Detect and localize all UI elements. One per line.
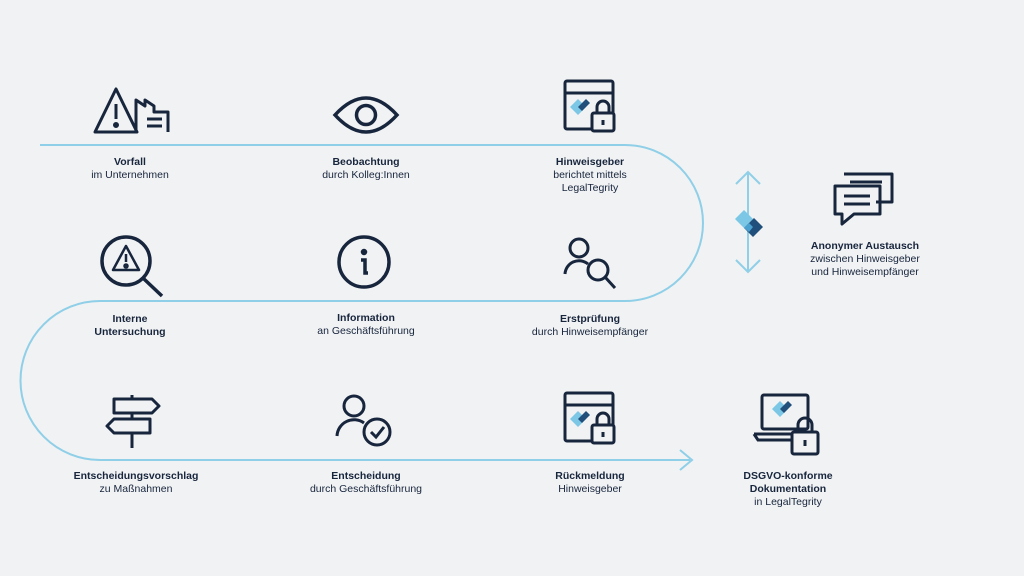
step-title: Vorfall	[114, 156, 146, 168]
step-title: Entscheidung	[331, 470, 401, 482]
step-subtitle: durch Kolleg:Innen	[322, 169, 410, 181]
anonymer-austausch-label: Anonymer Austausch zwischen Hinweisgeber…	[765, 240, 965, 279]
eye-icon	[332, 96, 400, 134]
final-subtitle: in LegalTegrity	[754, 496, 822, 508]
user-search-icon	[563, 237, 617, 290]
side-subtitle: zwischen Hinweisgeber und Hinweisempfäng…	[810, 253, 920, 278]
step-subtitle: berichtet mittels LegalTegrity	[553, 169, 627, 194]
search-warning-icon	[100, 235, 164, 298]
step-subtitle: Hinweisgeber	[558, 483, 622, 495]
chat-icon	[833, 172, 894, 226]
signpost-icon	[105, 395, 161, 448]
step-rueckmeldung: Rückmeldung Hinweisgeber	[490, 470, 690, 496]
step-subtitle: durch Geschäftsführung	[309, 483, 423, 495]
step-information: Information an Geschäftsführung	[266, 312, 466, 338]
laptop-lock-icon	[563, 391, 616, 445]
step-interne-untersuchung: Interne Untersuchung	[30, 313, 230, 339]
step-entscheidungsvorschlag: Entscheidungsvorschlag zu Maßnahmen	[36, 470, 236, 496]
legaltegrity-logo-icon	[735, 210, 763, 237]
step-title: Erstprüfung	[559, 313, 621, 325]
step-title: Interne Untersuchung	[94, 313, 166, 338]
step-hinweisgeber: Hinweisgeber berichtet mittels LegalTegr…	[490, 156, 690, 195]
laptop-lock-icon	[563, 79, 616, 133]
step-title: Rückmeldung	[555, 470, 625, 482]
laptop-documentation-icon	[752, 393, 820, 456]
step-erstpruefung: Erstprüfung durch Hinweisempfänger	[490, 313, 690, 339]
dokumentation-label: DSGVO-konforme Dokumentation in LegalTeg…	[688, 470, 888, 509]
warning-factory-icon	[93, 87, 170, 134]
step-subtitle: durch Hinweisempfänger	[531, 326, 649, 338]
step-subtitle: zu Maßnahmen	[99, 483, 173, 495]
side-title: Anonymer Austausch	[810, 240, 920, 252]
final-title: DSGVO-konforme Dokumentation	[743, 470, 833, 495]
user-check-icon	[335, 394, 392, 447]
step-vorfall: Vorfall im Unternehmen	[30, 156, 230, 182]
step-subtitle: an Geschäftsführung	[317, 325, 415, 337]
step-title: Hinweisgeber	[555, 156, 625, 168]
step-title: Beobachtung	[332, 156, 400, 168]
info-icon	[337, 235, 391, 289]
step-title: Entscheidungsvorschlag	[73, 470, 199, 482]
step-beobachtung: Beobachtung durch Kolleg:Innen	[266, 156, 466, 182]
step-subtitle: im Unternehmen	[91, 169, 169, 181]
step-title: Information	[337, 312, 395, 324]
step-entscheidung: Entscheidung durch Geschäftsführung	[266, 470, 466, 496]
